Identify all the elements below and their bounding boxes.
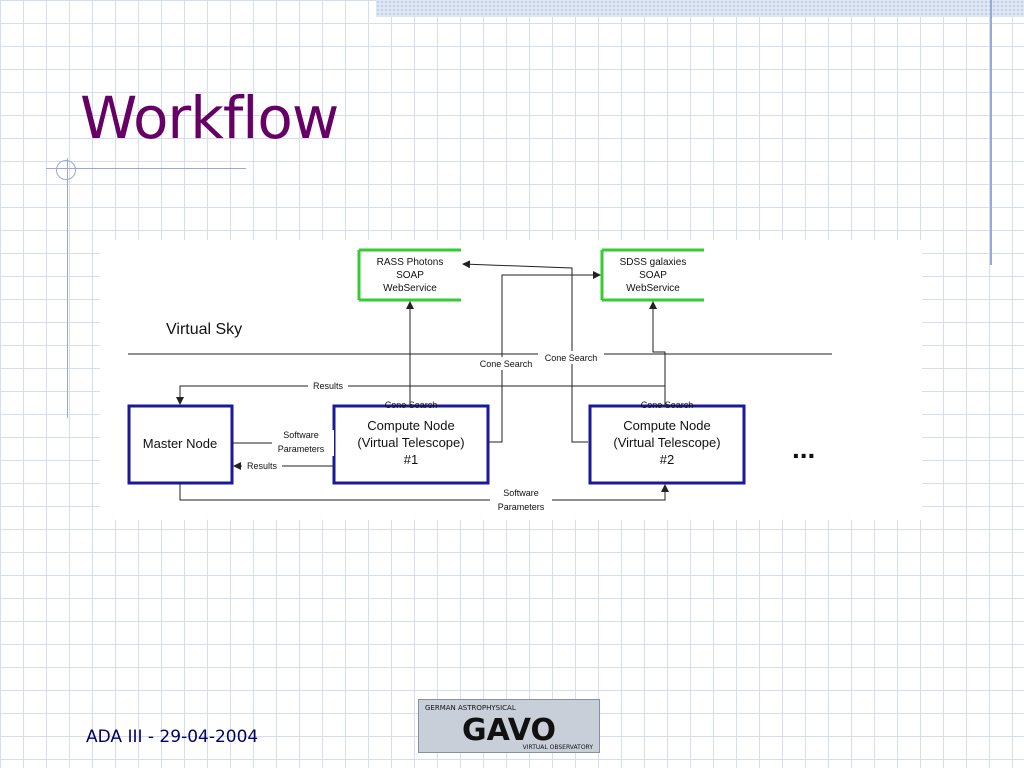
- cone-search-mid-1-label: Cone Search: [480, 359, 533, 369]
- compute-node-2-box: Compute Node (Virtual Telescope) #2: [588, 404, 746, 485]
- logo-bottom-text: VIRTUAL OBSERVATORY: [523, 744, 594, 751]
- workflow-diagram: Virtual Sky RASS Photons SOAP WebService…: [100, 240, 922, 520]
- rass-line1: RASS Photons: [377, 257, 444, 268]
- title-rule-vertical: [67, 158, 68, 418]
- compute-node-1-line2: (Virtual Telescope): [357, 435, 464, 450]
- top-decor-band: [376, 0, 1024, 17]
- logo-main-text: GAVO: [462, 713, 556, 748]
- rass-webservice-box: RASS Photons SOAP WebService: [357, 248, 461, 302]
- rass-line3: WebService: [383, 283, 437, 294]
- logo-top-text: GERMAN ASTROPHYSICAL: [425, 704, 516, 712]
- sdss-line2: SOAP: [639, 270, 667, 281]
- compute-node-2-line2: (Virtual Telescope): [613, 435, 720, 450]
- compute-node-1-line1: Compute Node: [367, 418, 454, 433]
- results-top-label: Results: [313, 381, 344, 391]
- master-node-label: Master Node: [143, 436, 217, 451]
- sdss-webservice-box: SDSS galaxies SOAP WebService: [600, 248, 704, 302]
- cone-search-mid-2-label: Cone Search: [545, 353, 598, 363]
- gavo-logo: GERMAN ASTROPHYSICAL GAVO VIRTUAL OBSERV…: [418, 699, 600, 753]
- results-2-label: Results: [247, 461, 278, 471]
- compute-node-1-box: Compute Node (Virtual Telescope) #1: [332, 404, 490, 485]
- software-params-bottom-line1: Software: [503, 488, 539, 498]
- more-nodes-ellipsis: ...: [792, 433, 815, 464]
- sdss-line1: SDSS galaxies: [620, 257, 687, 268]
- compute-node-2-line3: #2: [660, 452, 674, 467]
- master-node-box: Master Node: [127, 404, 234, 485]
- rass-line2: SOAP: [396, 270, 424, 281]
- node2-sdss-link: [649, 301, 666, 406]
- cone-search-1-label: Cone Search: [385, 400, 438, 410]
- software-params-bottom-line2: Parameters: [498, 502, 545, 512]
- title-rule-circle: [56, 160, 76, 180]
- software-params-1-line2: Parameters: [278, 444, 325, 454]
- slide-title: Workflow: [80, 84, 339, 152]
- software-params-bottom-arrow: [179, 483, 669, 501]
- virtual-sky-label: Virtual Sky: [166, 321, 242, 338]
- right-decor-line: [990, 0, 992, 265]
- title-rule-horizontal: [46, 168, 246, 169]
- footer-date: ADA III - 29-04-2004: [86, 727, 259, 747]
- software-params-1-line1: Software: [283, 430, 319, 440]
- compute-node-2-line1: Compute Node: [623, 418, 710, 433]
- sdss-line3: WebService: [626, 283, 680, 294]
- cone-search-2-label: Cone Search: [641, 400, 694, 410]
- compute-node-1-line3: #1: [404, 452, 418, 467]
